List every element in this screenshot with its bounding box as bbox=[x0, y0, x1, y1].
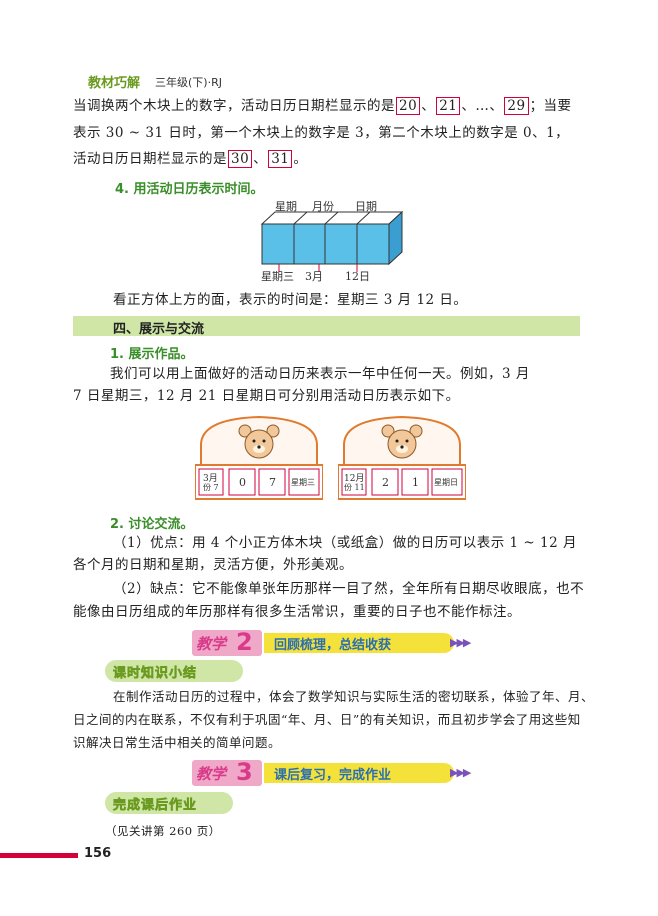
homework-pill-label: 完成课后作业 bbox=[113, 798, 198, 814]
banner-bar bbox=[264, 633, 454, 653]
banner-text: 课后复习，完成作业 bbox=[274, 768, 392, 783]
sub2-title: 2. 讨论交流。 bbox=[110, 517, 194, 532]
calendar-month-sub: 份 11 bbox=[344, 483, 365, 492]
advantage-line-1: （1）优点：用 4 个小正方体木块（或纸盒）做的日历可以表示 1 ~ 12 月 bbox=[113, 535, 578, 551]
sub1-line-2: 7 日星期三，12 月 21 日星期日可分别用活动日历表示如下。 bbox=[73, 388, 460, 404]
banner-badge bbox=[192, 760, 262, 786]
bear-calendar-1: 3月 份 7 0 7 星期三 bbox=[194, 413, 324, 503]
homework-pill: 完成课后作业 bbox=[105, 792, 233, 814]
cube-top-label: 星期 bbox=[275, 200, 297, 213]
advantage-line-2: 各个月的日期和星期，灵活方便，外形美观。 bbox=[73, 557, 353, 573]
calendar-month-sub: 份 7 bbox=[203, 483, 219, 492]
cube-bottom-label: 星期三 bbox=[261, 270, 294, 283]
item4-caption: 看正方体上方的面，表示的时间是：星期三 3 月 12 日。 bbox=[113, 292, 468, 308]
banner-badge bbox=[192, 630, 262, 656]
calendar-digit: 0 bbox=[239, 476, 246, 489]
arrows-icon: ▶▶▶ bbox=[450, 766, 471, 779]
summary-line-2: 日之间的内在联系，不仅有利于巩固“年、月、日”的有关知识，而且初步学会了用这些知 bbox=[73, 712, 581, 727]
section-title-bar: 四、展示与交流 bbox=[73, 316, 580, 337]
boxed-number: 29 bbox=[504, 97, 529, 115]
teaching-banner-3: 教学 3 课后复习，完成作业 ▶▶▶ bbox=[192, 758, 482, 786]
separator: 、 bbox=[421, 98, 436, 114]
arrows-icon: ▶▶▶ bbox=[450, 636, 471, 649]
banner-text: 回顾梳理，总结收获 bbox=[274, 638, 392, 653]
ellipsis: 、…、 bbox=[461, 98, 504, 114]
item4-title: 4. 用活动日历表示时间。 bbox=[115, 182, 264, 197]
banner-word: 教学 bbox=[196, 765, 227, 783]
footer-red-rule bbox=[0, 853, 78, 858]
cube-bottom-label: 3月 bbox=[305, 270, 323, 283]
book-title: 教材巧解 bbox=[88, 76, 141, 91]
summary-line-1: 在制作活动日历的过程中，体会了数学知识与实际生活的密切联系，体验了年、月、 bbox=[113, 689, 595, 704]
calendar-digit: 7 bbox=[269, 476, 276, 489]
intro-line-2: 表示 30 ~ 31 日时，第一个木块上的数字是 3，第二个木块上的数字是 0、… bbox=[73, 125, 570, 141]
cube-top-label: 月份 bbox=[312, 200, 334, 213]
homework-note: （见关讲第 260 页） bbox=[105, 824, 221, 838]
banner-number: 2 bbox=[236, 628, 253, 656]
cube-top-label: 日期 bbox=[355, 200, 377, 213]
disadvantage-line-2: 能像由日历组成的年历那样有很多生活常识，重要的日子也不能作标注。 bbox=[73, 604, 521, 620]
banner-number: 3 bbox=[236, 758, 253, 786]
intro-text: 活动日历日期栏显示的是 bbox=[73, 151, 227, 167]
disadvantage-line-1: （2）缺点：它不能像单张年历那样一目了然，全年所有日期尽收眼底，也不 bbox=[113, 581, 585, 597]
banner-bar bbox=[264, 763, 454, 783]
sub1-line-1: 我们可以用上面做好的活动日历来表示一年中任何一天。例如，3 月 bbox=[110, 366, 530, 382]
boxed-number: 20 bbox=[396, 97, 421, 115]
summary-line-3: 识解决日常生活中相关的简单问题。 bbox=[73, 735, 282, 750]
cube-bottom-label: 12日 bbox=[345, 270, 370, 283]
calendar-weekday: 星期三 bbox=[291, 478, 315, 487]
section-title: 四、展示与交流 bbox=[113, 322, 205, 337]
summary-pill: 课时知识小结 bbox=[105, 660, 243, 682]
teaching-banner-2: 教学 2 回顾梳理，总结收获 ▶▶▶ bbox=[192, 628, 482, 656]
boxed-number: 31 bbox=[268, 150, 293, 168]
calendar-digit: 1 bbox=[412, 476, 419, 489]
cube-calendar-figure: 星期 月份 日期 星期三 3月 12日 bbox=[257, 196, 407, 283]
calendar-weekday: 星期日 bbox=[434, 478, 458, 487]
page-number: 156 bbox=[84, 846, 112, 861]
intro-text: 当调换两个木块上的数字，活动日历日期栏显示的是 bbox=[73, 98, 395, 114]
calendar-month: 3月 bbox=[203, 474, 218, 484]
banner-word: 教学 bbox=[196, 635, 227, 653]
grade-label: 三年级(下)·RJ bbox=[155, 76, 222, 89]
calendar-digit: 2 bbox=[382, 476, 389, 489]
boxed-number: 21 bbox=[436, 97, 461, 115]
intro-text: ；当要 bbox=[529, 98, 572, 114]
bear-calendar-2: 12月 份 11 2 1 星期日 bbox=[337, 413, 467, 503]
intro-text: 。 bbox=[293, 151, 308, 167]
boxed-number: 30 bbox=[228, 150, 253, 168]
separator: 、 bbox=[253, 151, 268, 167]
summary-pill-label: 课时知识小结 bbox=[113, 666, 198, 682]
sub1-title: 1. 展示作品。 bbox=[110, 347, 194, 362]
calendar-month: 12月 bbox=[344, 474, 365, 484]
